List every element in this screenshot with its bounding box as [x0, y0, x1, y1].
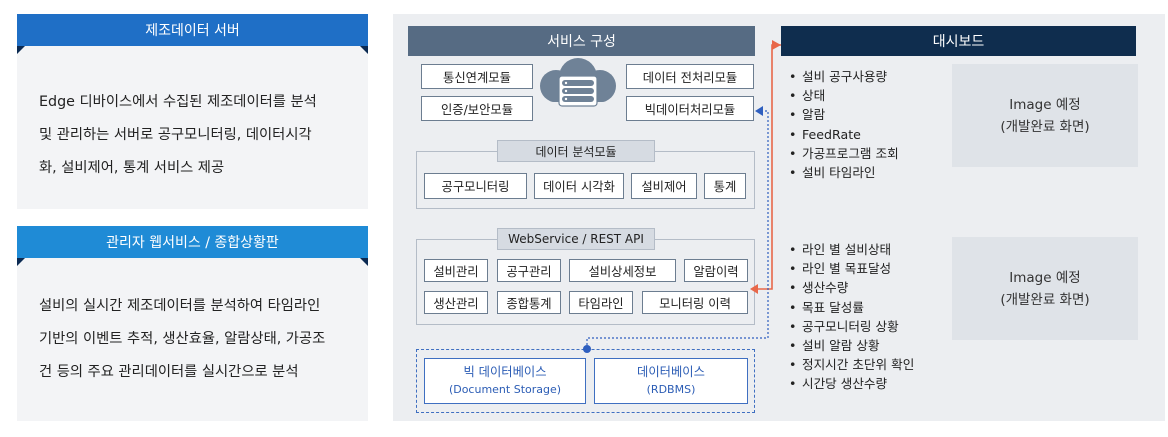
server-panel-description: Edge 디바이스에서 수집된 제조데이터를 분석 및 관리하는 서버로 공구모…: [39, 86, 352, 185]
database-type: (RDBMS): [646, 383, 696, 396]
placeholder-line: Image 예정: [1009, 269, 1081, 286]
preprocess-module: 데이터 전처리모듈: [626, 64, 754, 89]
list-item: 공구모니터링 상황: [789, 317, 914, 336]
list-item: 시간당 생산수량: [789, 374, 914, 393]
webservice-item: 모니터링 이력: [642, 291, 748, 314]
web-service-panel-title: 관리자 웹서비스 / 종합상황판: [106, 235, 279, 251]
placeholder-line: (개발완료 화면): [1000, 118, 1090, 135]
equipment-control-item: 설비제어: [631, 173, 697, 199]
database-name: 데이터베이스: [637, 365, 705, 379]
list-item: 생산수량: [789, 278, 914, 297]
webservice-item: 공구관리: [497, 259, 561, 282]
web-service-panel-description: 설비의 실시간 제조데이터를 분석하여 타임라인 기반의 이벤트 추적, 생산효…: [39, 290, 352, 389]
server-panel-title: 제조데이터 서버: [145, 23, 240, 39]
header-notch-right: [360, 258, 368, 266]
webservice-item: 알람이력: [684, 259, 748, 282]
list-item: 알람: [789, 105, 899, 124]
dashboard-feature-list-2: 라인 별 설비상태 라인 별 목표달성 생산수량 목표 달성률 공구모니터링 상…: [789, 240, 914, 394]
webservice-item: 종합통계: [497, 291, 561, 314]
header-notch-left: [17, 46, 25, 54]
data-visualization-item: 데이터 시각화: [534, 173, 624, 199]
database-type: (Document Storage): [448, 383, 562, 396]
bigdata-database: 빅 데이터베이스 (Document Storage): [424, 358, 586, 404]
description-line: Edge 디바이스에서 수집된 제조데이터를 분석: [39, 94, 317, 110]
list-item: 라인 별 설비상태: [789, 240, 914, 259]
server-panel: 제조데이터 서버 Edge 디바이스에서 수집된 제조데이터를 분석 및 관리하…: [17, 14, 368, 209]
list-item: 라인 별 목표달성: [789, 259, 914, 278]
bigdata-module: 빅데이터처리모듈: [626, 96, 754, 121]
dashboard-header: 대시보드: [781, 26, 1136, 56]
list-item: 가공프로그램 조회: [789, 144, 899, 163]
web-service-panel: 관리자 웹서비스 / 종합상황판 설비의 실시간 제조데이터를 분석하여 타임라…: [17, 226, 368, 421]
description-line: 설비의 실시간 제조데이터를 분석하여 타임라인: [39, 298, 321, 314]
server-panel-header: 제조데이터 서버: [17, 14, 368, 54]
list-item: 설비 알람 상황: [789, 336, 914, 355]
description-line: 및 관리하는 서버로 공구모니터링, 데이터시각: [39, 127, 312, 143]
description-line: 기반의 이벤트 추적, 생산효율, 알람상태, 가공조: [39, 331, 326, 347]
image-placeholder: Image 예정 (개발완료 화면): [952, 237, 1138, 340]
list-item: 정지시간 초단위 확인: [789, 355, 914, 374]
list-item: 설비 타임라인: [789, 163, 899, 182]
statistics-item: 통계: [704, 173, 746, 199]
list-item: 설비 공구사용량: [789, 67, 899, 86]
webservice-item: 설비상세정보: [569, 259, 676, 282]
service-header: 서비스 구성: [408, 26, 755, 56]
list-item: 목표 달성률: [789, 298, 914, 317]
webservice-item: 설비관리: [424, 259, 488, 282]
placeholder-line: (개발완료 화면): [1000, 291, 1090, 308]
webservice-item: 생산관리: [424, 291, 488, 314]
description-line: 건 등의 주요 관리데이터를 실시간으로 분석: [39, 364, 299, 380]
dashboard-feature-list-1: 설비 공구사용량 상태 알람 FeedRate 가공프로그램 조회 설비 타임라…: [789, 67, 899, 182]
placeholder-line: Image 예정: [1009, 96, 1081, 113]
analysis-module-title: 데이터 분석모듈: [497, 140, 655, 162]
rdbms-database: 데이터베이스 (RDBMS): [594, 358, 748, 404]
list-item: 상태: [789, 86, 899, 105]
webservice-item: 타임라인: [569, 291, 633, 314]
web-service-panel-header: 관리자 웹서비스 / 종합상황판: [17, 226, 368, 266]
webservice-title: WebService / REST API: [497, 228, 655, 250]
comm-module: 통신연계모듈: [421, 64, 533, 89]
header-notch-left: [17, 258, 25, 266]
auth-module: 인증/보안모듈: [421, 96, 533, 121]
header-notch-right: [360, 46, 368, 54]
database-name: 빅 데이터베이스: [463, 365, 547, 379]
tool-monitoring-item: 공구모니터링: [424, 173, 527, 199]
description-line: 화, 설비제어, 통계 서비스 제공: [39, 160, 225, 176]
image-placeholder: Image 예정 (개발완료 화면): [952, 64, 1138, 167]
list-item: FeedRate: [789, 125, 899, 144]
